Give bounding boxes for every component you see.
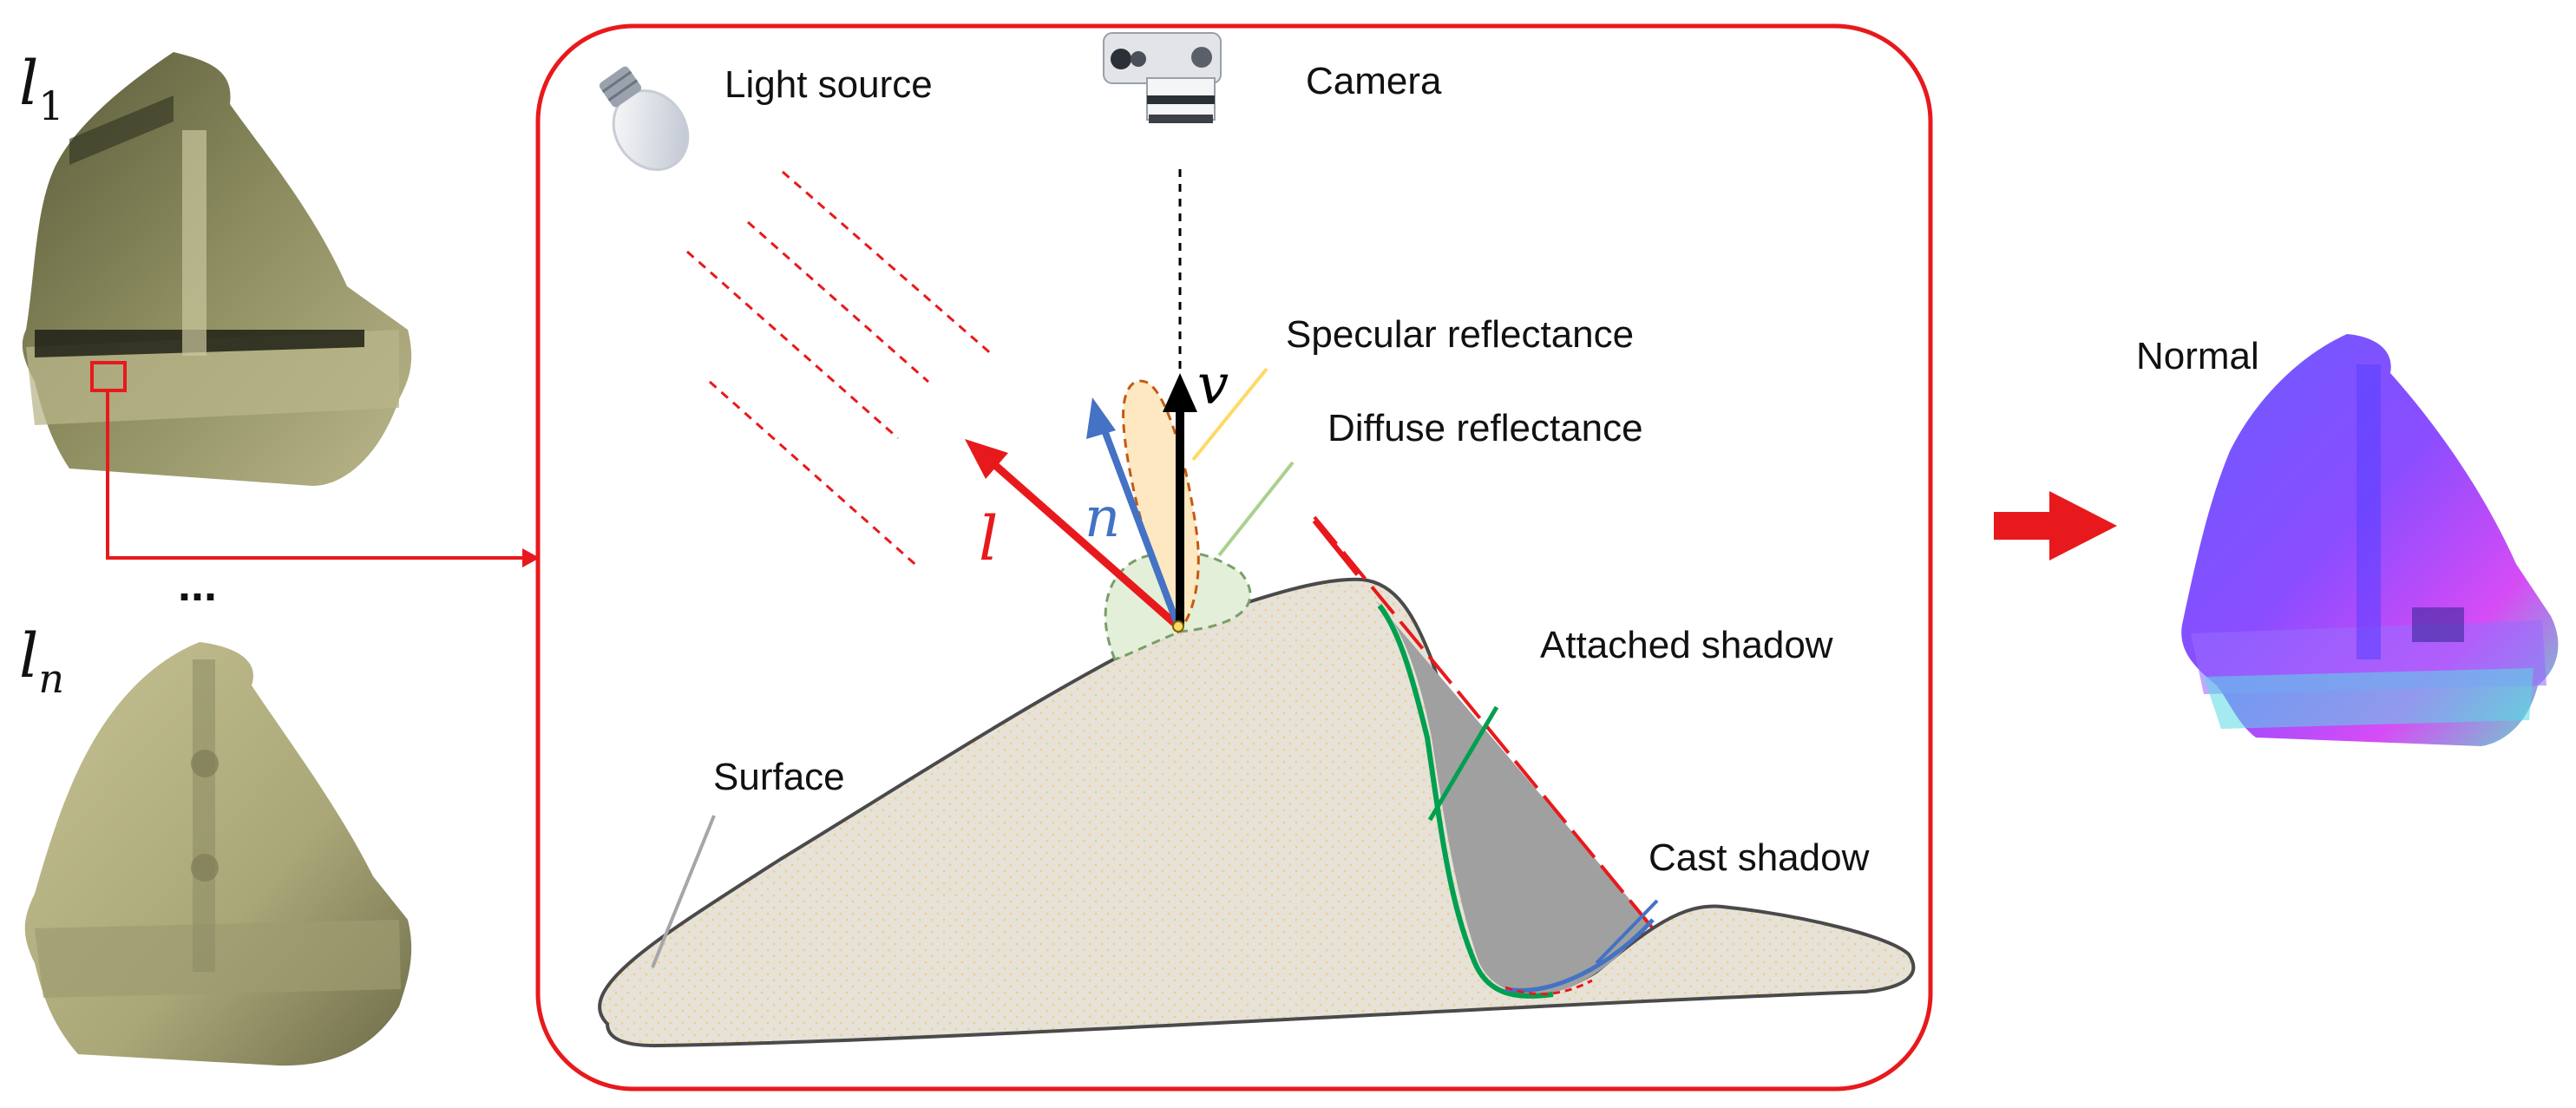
vector-l-label: l [979,503,998,574]
surface-label: Surface [713,756,845,798]
attached-shadow-boundary [1377,604,1554,999]
cast-shadow-label: Cast shadow [1649,836,1870,879]
diffuse-leader [1217,461,1295,557]
camera-icon [1103,32,1222,123]
light-rays [686,170,994,570]
cast-shadow-leader [1595,899,1659,965]
connector-arrowhead [522,548,540,567]
cast-shadow-boundary [1504,918,1655,993]
arrow-right-icon [1994,491,2117,561]
input-image-1 [22,52,412,486]
label-l1: l1 [19,48,64,129]
specular-reflectance-label: Specular reflectance [1286,313,1634,356]
specular-leader [1191,367,1268,462]
light-bulb-icon [599,66,690,172]
vector-v-label: v [1197,353,1229,417]
normal-vector-n [1086,397,1182,628]
light-vector-l [965,439,1181,630]
attached-shadow-label: Attached shadow [1540,624,1833,666]
attached-shadow-region [1375,600,1649,994]
normal-map-image [2181,334,2559,746]
input-image-n [24,642,412,1066]
camera-label: Camera [1306,60,1442,102]
ellipsis-label: ... [178,559,217,611]
view-vector-v [1163,373,1197,626]
normal-label: Normal [2136,335,2259,377]
label-ln: ln [19,620,64,702]
surface-leader [651,815,716,968]
attached-shadow-leader [1427,705,1499,822]
vector-n-label: n [1085,486,1120,550]
light-source-label: Light source [724,63,933,106]
diffuse-reflectance-label: Diffuse reflectance [1327,407,1643,449]
boat-photo-n [24,642,412,1066]
surface-point [1172,620,1184,633]
zoom-connector [106,390,540,567]
